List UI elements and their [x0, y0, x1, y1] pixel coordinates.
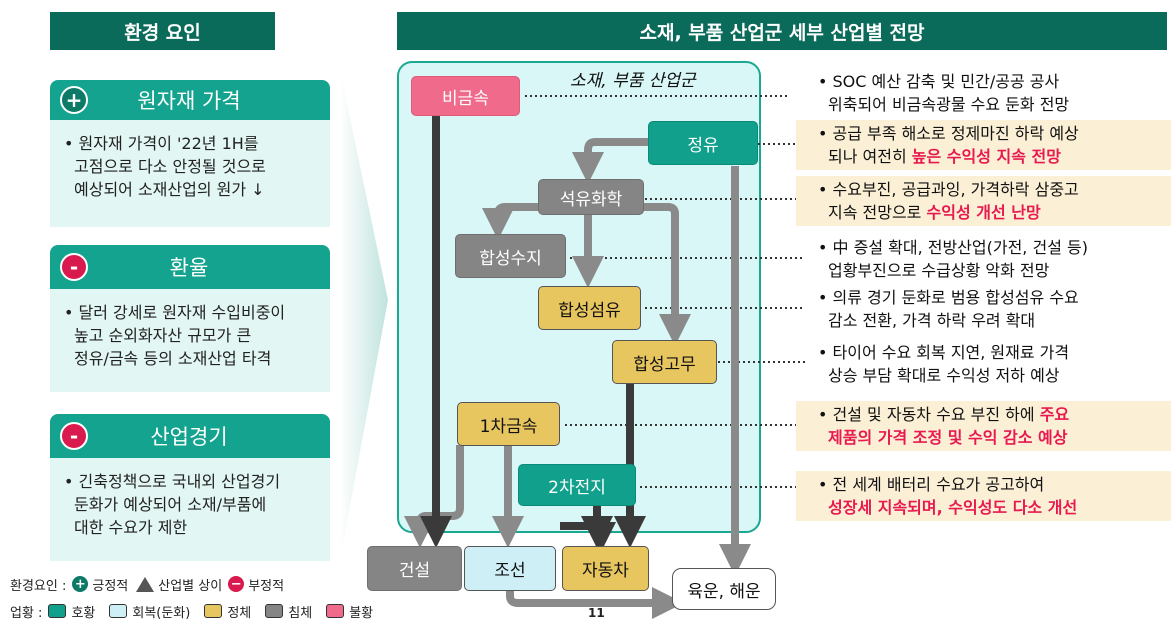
legend-recover: 회복(둔화)	[132, 605, 191, 621]
legend-env-label: 환경요인 :	[10, 578, 67, 594]
factor-line: • 달러 강세로 원자재 수입비중이	[64, 303, 286, 322]
node-synthetic-resin: 합성수지	[455, 234, 566, 278]
factor-industry-cycle: - 산업경기 • 긴축정책으로 국내외 산업경기 둔화가 예상되어 소재/부품에…	[50, 414, 330, 561]
minus-circle-icon: -	[60, 422, 88, 450]
legend-good: 호황	[71, 605, 96, 621]
outlook-nonmetal: • SOC 예산 감축 및 민간/공공 공사 위축되어 비금속광물 수요 둔화 …	[818, 72, 1070, 114]
factor-body: • 달러 강세로 원자재 수입비중이 높고 순외화자산 규모가 큰 정유/금속 …	[50, 289, 330, 392]
node-shipbuilding: 조선	[464, 546, 556, 591]
factor-raw-material: + 원자재 가격 • 원자재 가격이 '22년 1H를 고점으로 다소 안정될 …	[50, 80, 330, 227]
group-label: 소재, 부품 산업군	[570, 71, 696, 91]
legend-negative: 부정적	[248, 578, 285, 594]
flow-refining-petrochem	[572, 138, 648, 184]
legend-swatch-slump	[265, 604, 284, 618]
node-secondary-battery: 2차전지	[518, 464, 636, 506]
factor-title: 원자재 가격	[137, 89, 241, 113]
flow-petrochem-resin	[482, 203, 540, 240]
node-petrochemical: 석유화학	[538, 179, 644, 215]
triangle-icon	[136, 576, 155, 592]
legend-swatch-bad	[326, 604, 345, 618]
outlook-resin: • 中 증설 확대, 전방산업(가전, 건설 등) 업황부진으로 수급상황 악화…	[818, 238, 1088, 280]
node-nonmetal: 비금속	[411, 76, 520, 116]
node-automobile: 자동차	[562, 546, 649, 591]
factor-line: 둔화가 예상되어 소재/부품에	[74, 495, 267, 514]
node-synthetic-fiber: 합성섬유	[538, 286, 641, 330]
factor-line: 고점으로 다소 안정될 것으로	[74, 157, 266, 176]
node-transport: 육운, 해운	[672, 568, 776, 610]
factor-header: - 산업경기	[50, 414, 330, 458]
flow-petrochem-rubber	[640, 203, 691, 346]
node-refining: 정유	[648, 121, 758, 165]
legend-swatch-stagnant	[204, 604, 223, 618]
factor-body: • 원자재 가격이 '22년 1H를 고점으로 다소 안정될 것으로 예상되어 …	[50, 120, 330, 227]
legend-environment: 환경요인 : + 긍정적 산업별 상이 − 부정적	[10, 574, 284, 594]
legend-stagnant: 정체	[227, 605, 252, 621]
factor-header: + 원자재 가격	[50, 80, 330, 120]
big-arrow-shape	[340, 70, 388, 560]
outlook-battery: • 전 세계 배터리 수요가 공고하여 성장세 지속되며, 수익성도 다소 개선	[796, 471, 1171, 521]
minus-circle-icon: −	[228, 576, 245, 592]
node-primary-metal: 1차금속	[457, 402, 560, 446]
factor-line: 정유/금속 등의 소재산업 타격	[74, 349, 272, 368]
factor-line: 대한 수요가 제한	[74, 518, 188, 537]
factor-line: 예상되어 소재산업의 원가 ↓	[74, 180, 265, 199]
legend-business: 업황 : 호황 회복(둔화) 정체 침체 불황	[10, 601, 373, 621]
legend-positive: 긍정적	[92, 578, 129, 594]
legend-bad: 불황	[349, 605, 374, 621]
outlook-fiber: • 의류 경기 둔화로 범용 합성섬유 수요 감소 전환, 가격 하락 우려 확…	[818, 288, 1079, 330]
factor-body: • 긴축정책으로 국내외 산업경기 둔화가 예상되어 소재/부품에 대한 수요가…	[50, 458, 330, 561]
plus-circle-icon: +	[72, 576, 89, 592]
legend-biz-label: 업황 :	[10, 605, 43, 621]
outlook-petrochemical: • 수요부진, 공급과잉, 가격하락 삼중고 지속 전망으로 수익성 개선 난망	[796, 176, 1171, 226]
legend-mixed: 산업별 상이	[158, 578, 223, 594]
plus-circle-icon: +	[60, 86, 88, 114]
outlook-primary-metal: • 건설 및 자동차 수요 부진 하에 주요 제품의 가격 조정 및 수익 감소…	[796, 401, 1171, 451]
legend-swatch-recover	[109, 604, 128, 618]
outlook-rubber: • 타이어 수요 회복 지연, 원재료 가격 상승 부담 확대로 수익성 저하 …	[818, 343, 1070, 385]
factor-title: 산업경기	[150, 425, 228, 449]
right-header: 소재, 부품 산업군 세부 산업별 전망	[397, 12, 1167, 50]
flow-shipbuilding-transport	[506, 587, 684, 619]
factor-title: 환율	[169, 256, 209, 280]
minus-circle-icon: -	[60, 253, 88, 281]
factor-exchange-rate: - 환율 • 달러 강세로 원자재 수입비중이 높고 순외화자산 규모가 큰 정…	[50, 245, 330, 392]
node-synthetic-rubber: 합성고무	[612, 340, 717, 384]
factor-line: • 원자재 가격이 '22년 1H를	[64, 134, 259, 153]
node-construction: 건설	[367, 546, 462, 591]
legend-slump: 침체	[288, 605, 313, 621]
legend-swatch-good	[48, 604, 67, 618]
page-number: 11	[588, 606, 605, 620]
factor-line: • 긴축정책으로 국내외 산업경기	[64, 472, 281, 491]
outlook-refining: • 공급 부족 해소로 정제마진 하락 예상 되나 여전히 높은 수익성 지속 …	[796, 120, 1171, 170]
factor-line: 높고 순외화자산 규모가 큰	[74, 326, 252, 345]
factor-header: - 환율	[50, 245, 330, 289]
left-header: 환경 요인	[50, 12, 275, 50]
